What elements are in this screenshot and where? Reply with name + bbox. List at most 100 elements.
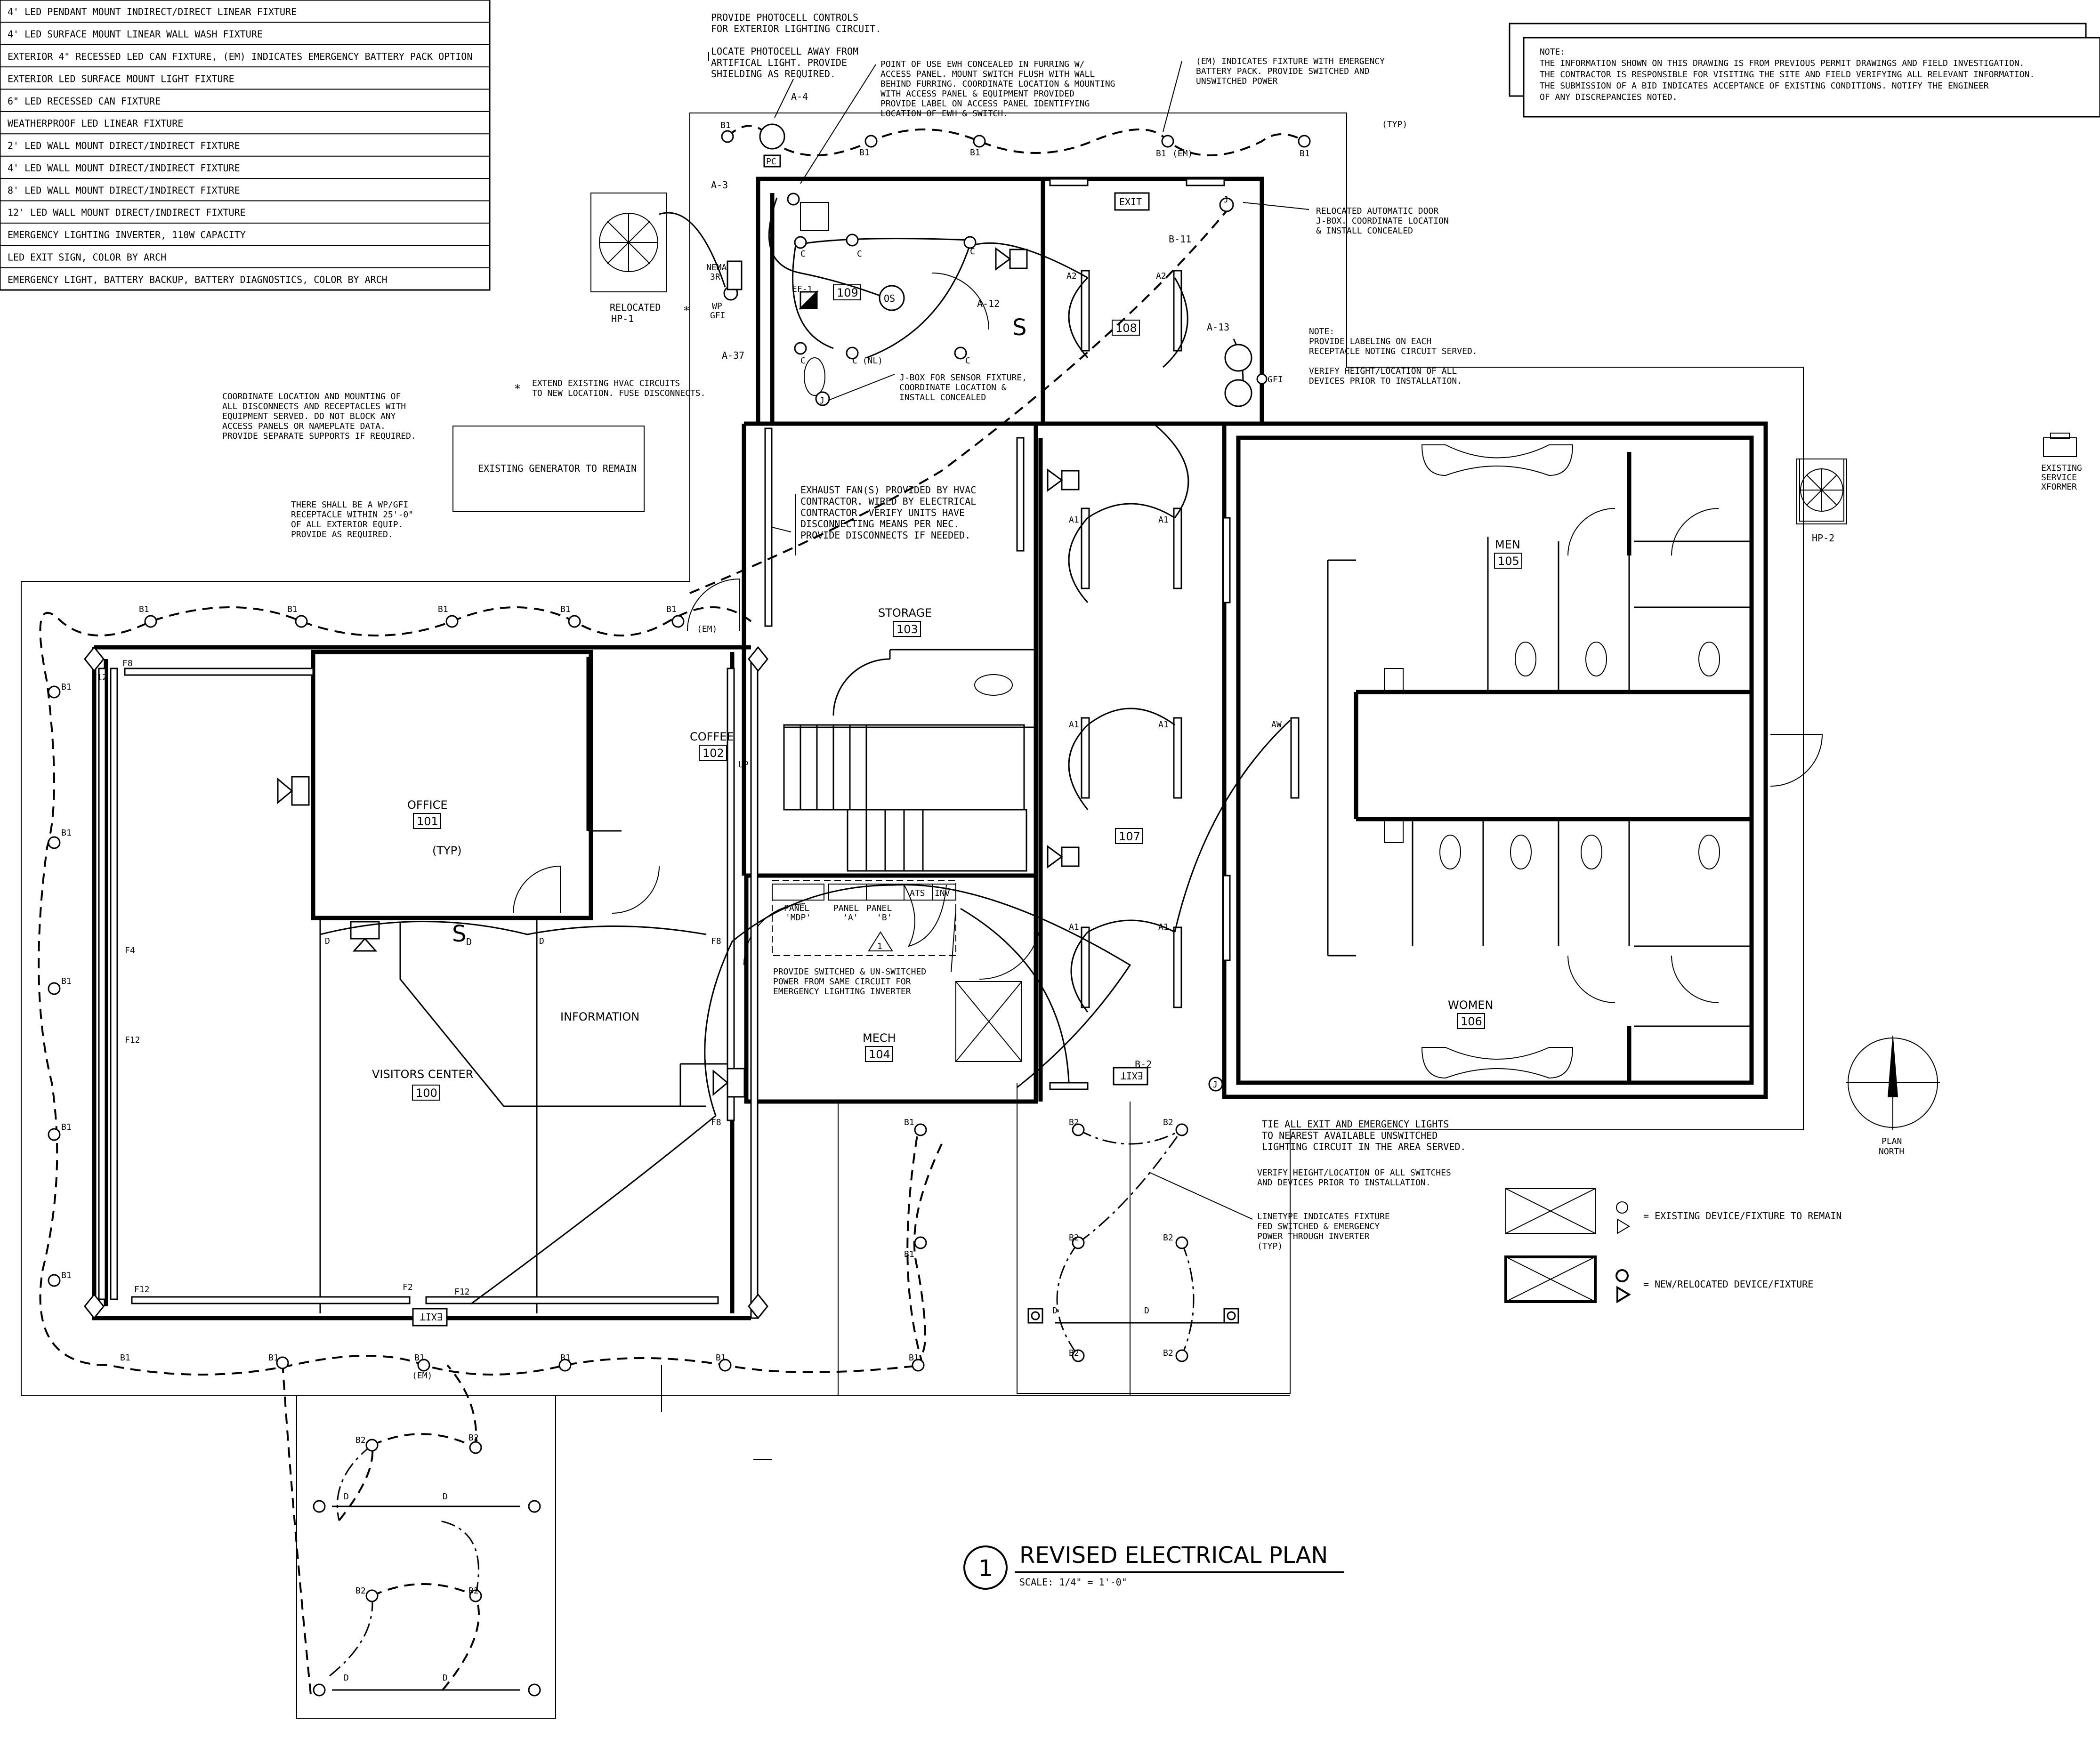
fixture-legend-table: 4' LED PENDANT MOUNT INDIRECT/DIRECT LIN… [0, 0, 491, 291]
xformer-label: EXISTING [2041, 463, 2082, 473]
hp2-label: HP-2 [1812, 532, 1834, 544]
note-jbox-line: J-BOX FOR SENSOR FIXTURE, [899, 373, 1027, 383]
fixture-tag: J [1223, 195, 1228, 205]
room-number-box [1457, 1013, 1485, 1029]
recessed-fixtures [48, 130, 1311, 1602]
plumbing-fixtures [800, 202, 1720, 1079]
fixture-tag: B1 [414, 1353, 425, 1363]
fixture-tag: B1 [139, 604, 149, 614]
legend-row-label: 4' LED PENDANT MOUNT INDIRECT/DIRECT LIN… [8, 6, 297, 17]
recessed-can-fixture [794, 342, 807, 355]
gfi-label: GFI [1268, 375, 1283, 385]
note-exhaust-line: EXHAUST FAN(S) PROVIDED BY HVAC [800, 484, 976, 496]
fixture-tag: B1 [61, 828, 72, 838]
hvac-units [590, 193, 2077, 522]
door-swings [513, 273, 1823, 1003]
fixture-tag: B1 [560, 1353, 571, 1363]
note-tie-line: LIGHTING CIRCUIT IN THE AREA SERVED. [1262, 1141, 1466, 1152]
recessed-can-fixture [912, 1359, 925, 1372]
room-number-box [412, 1085, 440, 1101]
panel-label: PANEL [866, 903, 892, 913]
fixture-tag: B1 [560, 604, 571, 614]
fixture-tag: B1 [268, 1353, 279, 1363]
recessed-can-fixture [48, 685, 61, 699]
recessed-can-fixture [469, 1589, 482, 1602]
fixture-tag: B1 [1300, 149, 1310, 159]
exit-sign-label: EXIT [1119, 196, 1142, 208]
note-box-line: THE INFORMATION SHOWN ON THIS DRAWING IS… [1540, 58, 2025, 68]
panel-label: 'B' [877, 913, 892, 923]
exit-sign [412, 1308, 448, 1327]
note-ewh-line: LOCATION OF EWH & SWITCH. [880, 109, 1008, 119]
recessed-can-fixture [1072, 1123, 1085, 1136]
occupancy-sensor-label: OS [884, 293, 895, 304]
ef1-label: EF-1 [792, 284, 812, 294]
site-outlines [21, 113, 1847, 1719]
circuit-label: B-11 [1169, 233, 1191, 245]
interior-partitions [319, 537, 1752, 1313]
recessed-can-fixture [295, 615, 308, 628]
legend-row-label: 2' LED WALL MOUNT DIRECT/INDIRECT FIXTUR… [8, 140, 240, 152]
recessed-can-fixture [365, 1439, 379, 1452]
generator-label: EXISTING GENERATOR TO REMAIN [478, 463, 637, 474]
note-verify-line: AND DEVICES PRIOR TO INSTALLATION. [1257, 1178, 1430, 1188]
note-jbox-line: COORDINATE LOCATION & [899, 383, 1007, 393]
fixture-tag: (EM) [1172, 149, 1193, 159]
fixture-tag: F8 [711, 936, 721, 946]
switch-legs [320, 197, 1291, 1691]
fixture-tag: B1 [61, 1271, 72, 1280]
fixture-tag: D [443, 1492, 448, 1502]
note-ewh-line: WITH ACCESS PANEL & EQUIPMENT PROVIDED [880, 89, 1074, 99]
note-hvac-line: TO NEW LOCATION. FUSE DISCONNECTS. [532, 388, 705, 398]
recessed-can-fixture [794, 236, 807, 249]
symbol-legend [1504, 1188, 1631, 1303]
general-note-box: NOTE: THE INFORMATION SHOWN ON THIS DRAW… [1509, 23, 2100, 118]
fixture-tag: D [344, 1492, 349, 1502]
switch-symbol: S [1012, 314, 1026, 341]
recessed-can-fixture [469, 1441, 482, 1454]
recessed-can-fixture [963, 236, 977, 249]
fixture-tag: A1 [1158, 515, 1169, 525]
fixture-tag: B2 [355, 1586, 366, 1596]
recessed-can-fixture [1175, 1123, 1188, 1136]
room-number: 104 [869, 1048, 890, 1061]
fixture-tag: C [800, 356, 806, 366]
note-photocell-line: ARTIFICAL LIGHT. PROVIDE [711, 57, 847, 68]
recessed-can-fixture [1072, 1349, 1085, 1362]
note-ewh-line: ACCESS PANEL. MOUNT SWITCH FLUSH WITH WA… [880, 69, 1095, 79]
note-wpgfi-line: OF ALL EXTERIOR EQUIP. [291, 520, 403, 530]
fixture-tag: J [1212, 1080, 1218, 1090]
recessed-can-fixture [558, 1359, 572, 1372]
fixture-tag: B1 [1156, 149, 1166, 159]
fixture-tag: B1 [716, 1353, 726, 1363]
fixture-tag: J [819, 396, 824, 406]
legend-row-label: EMERGENCY LIGHTING INVERTER, 110W CAPACI… [8, 229, 246, 241]
recessed-can-fixture [973, 135, 986, 148]
wpgfi-label: GFI [710, 311, 726, 321]
ats-label: ATS [910, 888, 925, 898]
fixture-tag: F12 [92, 673, 107, 683]
fixture-tag: B1 [904, 1118, 914, 1127]
fixture-tag: B1 [720, 121, 731, 130]
fixture-tag: B2 [1163, 1118, 1173, 1127]
legend-row-label: 4' LED WALL MOUNT DIRECT/INDIRECT FIXTUR… [8, 162, 240, 174]
note-linetype-line: (TYP) [1257, 1241, 1283, 1251]
exterior-fixtures [84, 178, 1225, 1320]
fixture-tag: A1 [1069, 515, 1079, 525]
recessed-can-fixture [1161, 135, 1174, 148]
equipment-labels: RELOCATED HP-1 HP-2 EXISTING SERVICE XFO… [432, 157, 2082, 951]
recessed-can-fixture [671, 615, 685, 628]
recessed-can-fixture [1175, 1236, 1188, 1249]
nema-label: 3R [710, 272, 720, 282]
fixture-tag: F12 [134, 1285, 150, 1295]
room-number: 107 [1119, 830, 1140, 843]
wall-linear-fixtures [98, 270, 1300, 1319]
fixture-tag: F4 [125, 946, 135, 956]
recessed-can-fixture [1072, 1236, 1085, 1249]
note-tie-line: TIE ALL EXIT AND EMERGENCY LIGHTS [1262, 1118, 1449, 1130]
note-em-line: UNSWITCHED POWER [1196, 76, 1278, 86]
room-number-box [833, 284, 861, 300]
smoke-detector-symbol: S [452, 921, 466, 947]
fixture-tag: F2 [403, 1282, 413, 1292]
